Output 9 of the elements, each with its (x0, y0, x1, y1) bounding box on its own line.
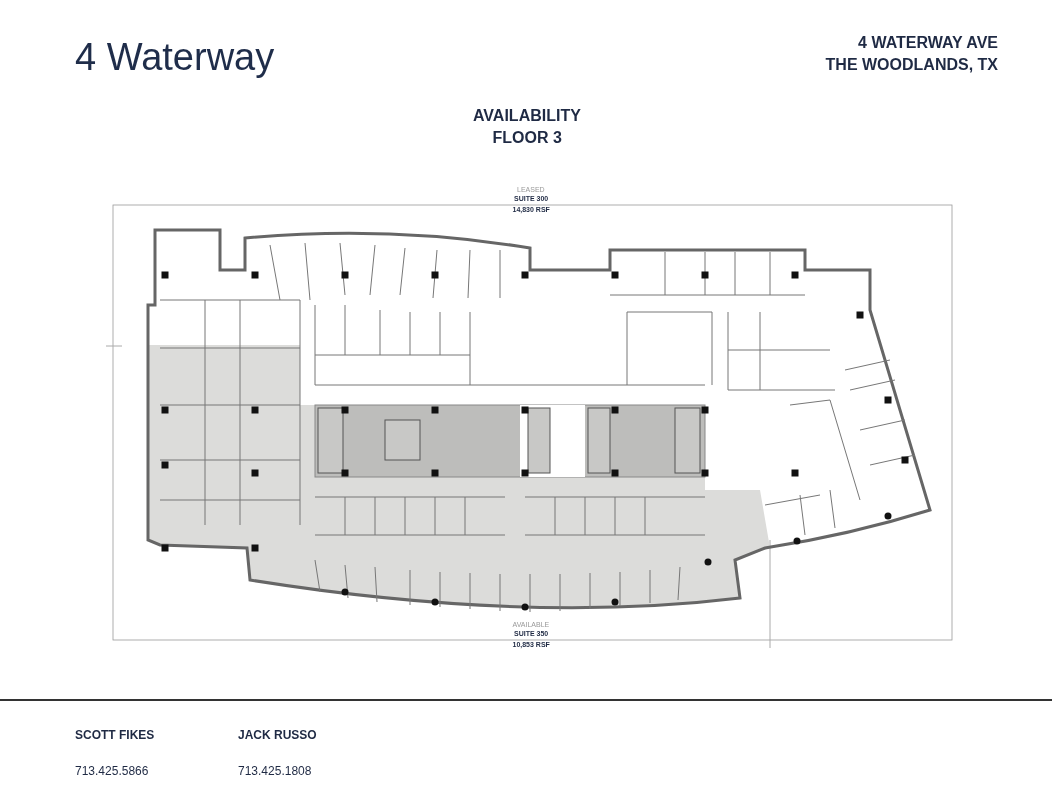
section-heading: AVAILABILITY (473, 107, 581, 125)
page-title: 4 Waterway (75, 36, 275, 79)
phone-number: 713.425.1808 (238, 764, 312, 778)
contact-name: SCOTT FIKES (75, 728, 155, 742)
phone-number: 713.425.5866 (75, 764, 149, 778)
contact-name: JACK RUSSO (238, 728, 317, 742)
address-line: 4 WATERWAY AVE (858, 34, 998, 52)
address-line: THE WOODLANDS, TX (825, 56, 998, 74)
section-heading: FLOOR 3 (492, 129, 562, 147)
